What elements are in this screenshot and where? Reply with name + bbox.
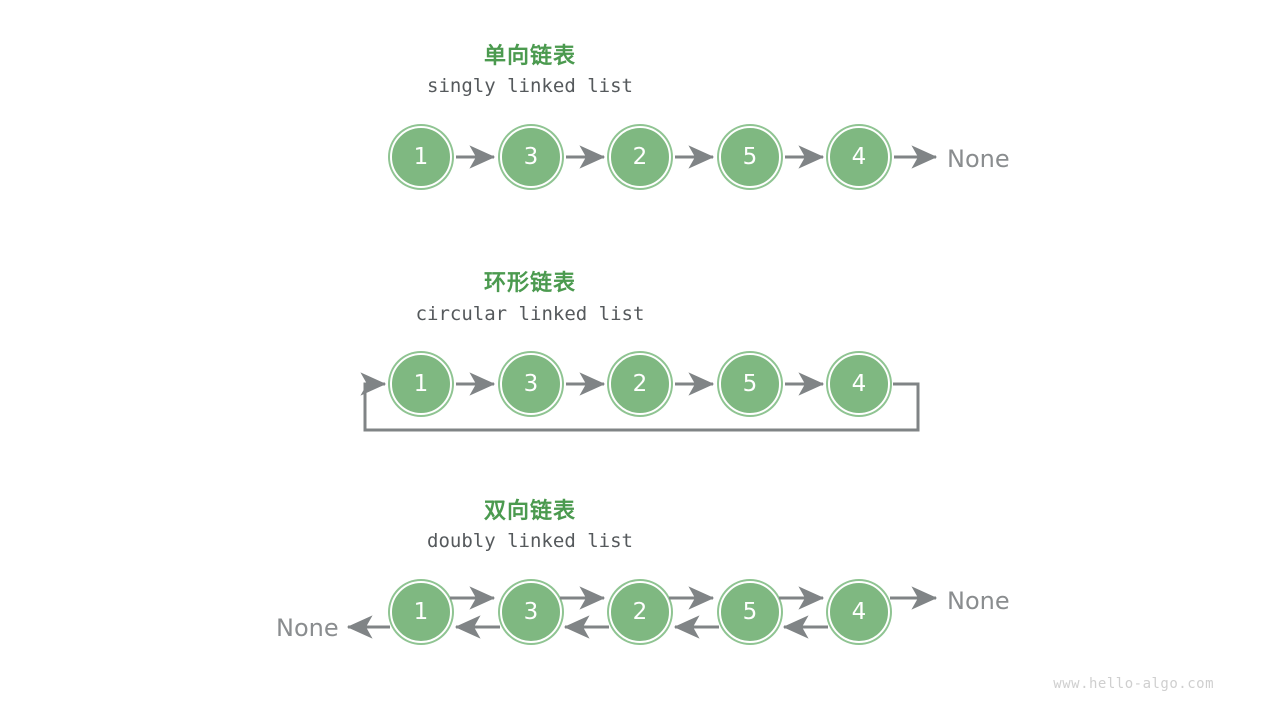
doubly-node-4: 4 [828,581,890,643]
singly-list-title: 单向链表 [483,44,576,69]
doubly-node-2: 2 [609,581,671,643]
circular-list-subtitle: circular linked list [415,303,645,325]
singly-list-subtitle: singly linked list [427,75,633,97]
circular-node-2: 2 [609,353,671,415]
doubly-node-3: 5 [719,581,781,643]
circular-node-0: 1 [390,353,452,415]
singly-node-3: 5 [719,126,781,188]
circular-list-title: 环形链表 [483,271,576,296]
doubly-head-none-label: None [276,614,339,642]
doubly-list-title: 双向链表 [483,499,576,524]
circular-node-1: 3 [500,353,562,415]
circular-node-4: 4 [828,353,890,415]
doubly-node-1: 3 [500,581,562,643]
singly-node-1: 3 [500,126,562,188]
singly-node-2: 2 [609,126,671,188]
singly-tail-none-label: None [947,145,1010,173]
circular-node-3: 5 [719,353,781,415]
singly-node-0: 1 [390,126,452,188]
doubly-list-subtitle: doubly linked list [427,530,633,552]
doubly-node-0: 1 [390,581,452,643]
singly-node-4: 4 [828,126,890,188]
watermark: www.hello-algo.com [1053,676,1214,692]
doubly-tail-none-label: None [947,587,1010,615]
